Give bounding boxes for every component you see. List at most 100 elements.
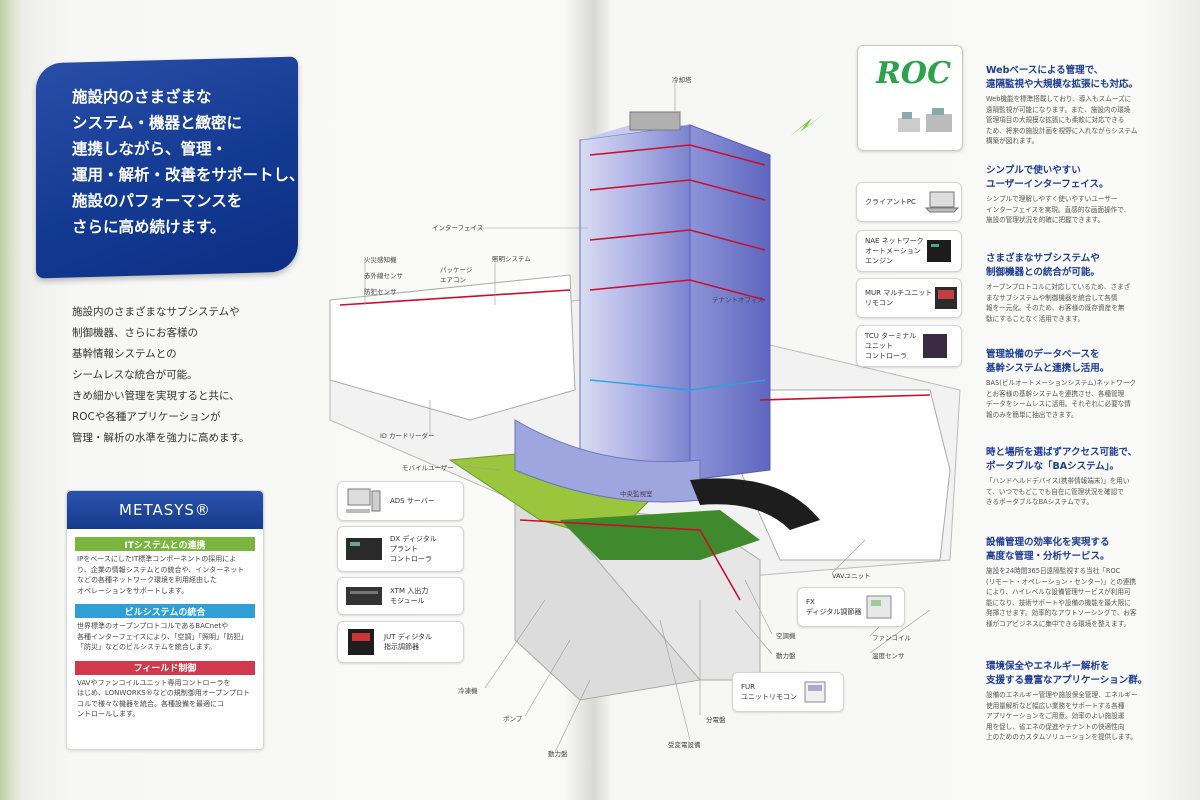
feature-title: さまざまなサブシステムや 制御機器との統合が可能。 [986,252,1186,280]
title-line: 管理設備のデータベースを [986,349,1100,360]
intro-line: 管理・解析の水準を強力に高めます。 [72,432,250,444]
body-line: て、いつでもどこでも自在に管理状況を確認で [986,487,1124,496]
body-line: 施設を24時間365日遠隔監視する当社「ROC [986,567,1121,575]
label-line: エンジン [865,257,893,265]
title-line: ポータブルな「BAシステム」。 [986,461,1120,472]
body-line: 報のみを簡単に抽出できます。 [986,410,1078,419]
headline-line: さらに高め続けます。 [72,218,226,236]
device-card-dx: DX ディジタル プラント コントローラ [337,526,464,572]
callout-power-panel: 動力盤 [776,652,796,660]
label-line: コントローラ [865,352,907,360]
callout-substation: 受変電設備 [668,741,701,749]
label-line: ディジタル調節器 [806,608,862,616]
device-label: JUT ディジタル 指示調節器 [384,632,432,652]
body-line: 「防災」などのビルシステムを統合します。 [77,643,217,651]
body-line: Web機能を標準搭載しており、導入もスムーズに [986,95,1132,103]
roc-logo-card: ROC [857,45,963,151]
callout-central-monitoring: 中央監視室 [620,490,653,498]
body-line: VAVやファンコイルユニット専用コントローラを [77,678,231,687]
body-line: 設備のエネルギー管理や施設保全管理、エネルギー [986,691,1138,699]
body-line: オペレーションをサポートします。 [77,586,189,595]
callout-power-panel-2: 動力盤 [548,750,568,758]
label-line: モジュール [390,597,425,605]
feature-title: Webベースによる管理で、 遠隔監視や大規模な拡張にも対応。 [986,64,1186,92]
callout-mobile-user: モバイルユーザー [402,464,454,472]
body-line: 構築が図れます。 [986,137,1039,145]
device-label: FX ディジタル調節器 [806,597,861,617]
laptop-icon [924,191,960,213]
body-line: コルで様々な機器を統合。各種設備を最適にコ [77,699,224,708]
label-line: JUT ディジタル [384,633,433,641]
body-line: 各種インターフェイスにより、「空調」「照明」「防犯」 [77,632,248,641]
metasys-section-title-building: ビルシステムの統合 [75,604,255,618]
mur-remote-icon [935,287,958,309]
device-label: DX ディジタル プラント コントローラ [390,534,437,564]
device-card-fx: FX ディジタル調節器 [797,587,905,627]
body-line: 施設の管理状況を的確に把握できます。 [986,216,1105,224]
headline-line: 運用・解析・改善をサポートし、 [72,166,305,184]
callout-pump: ポンプ [503,715,523,723]
metasys-section-body-it: IPをベースにしたIT標準コンポーネントの採用によ り、企業の情報システムとの統… [77,554,253,596]
body-line: 報を一元化。そのため、お客様の既存資産を無 [986,304,1125,312]
body-line: シンプルで理解しやすく使いやすいユーザー [986,195,1118,203]
feature-database: 管理設備のデータベースを 基幹システムと連携し活用。 BAS(ビルオートメーショ… [986,348,1186,446]
body-line: ため、将来の施設計画を視野に入れながらシステム [986,126,1138,135]
body-line: により、ハイレベルな設備管理サービスが利用可 [986,588,1131,596]
title-line: 時と場所を選ばずアクセス可能で、 [986,447,1138,458]
intro-line: 制御機器、さらにお客様の [72,327,198,339]
body-line: 上のためのカスタムソリューションを提供します。 [986,733,1137,741]
device-card-xtm: XTM 入出力 モジュール [337,577,464,615]
body-line: 管理項目の大規模な拡張にも柔軟に対応できる [986,116,1125,124]
feature-web: Webベースによる管理で、 遠隔監視や大規模な拡張にも対応。 Web機能を標準搭… [986,64,1186,164]
callout-temp-sensor: 温度センサ [872,652,905,660]
label-line: ユニットリモコン [741,693,797,701]
feature-title: 時と場所を選ばずアクセス可能で、 ポータブルな「BAシステム」。 [986,446,1186,474]
feature-body: Web機能を標準搭載しており、導入もスムーズに 遠隔監視が可能になります。また、… [986,94,1186,147]
label-line: ADS サーバー [390,497,435,505]
feature-body: 施設を24時間365日遠隔監視する当社「ROC (リモート・オペレーション・セン… [986,566,1186,629]
nae-device-icon [926,240,951,262]
device-label: MUR マルチユニット リモコン [865,288,932,308]
callout-fancoil: ファンコイル [872,634,911,642]
fx-controller-icon [866,595,892,619]
intro-line: 施設内のさまざまなサブシステムや [72,306,240,318]
callout-cooling-tower: 冷却塔 [672,76,692,84]
title-line: シンプルで使いやすい [986,165,1081,176]
feature-list: Webベースによる管理で、 遠隔監視や大規模な拡張にも対応。 Web機能を標準搭… [986,64,1186,743]
label-line: コントローラ [390,555,432,563]
device-card-fur: FUR ユニットリモコン [732,672,844,712]
feature-title: 設備管理の効率化を実現する 高度な管理・分析サービス。 [986,536,1186,564]
feature-title: 環境保全やエネルギー解析を 支援する豊富なアプリケーション群。 [986,660,1186,688]
body-line: きるポータブルなBAシステムです。 [986,498,1093,506]
device-card-mur: MUR マルチユニット リモコン [856,278,962,318]
body-line: データをシームレスに活用。それぞれに必要な情 [986,400,1131,408]
feature-body: 設備のエネルギー管理や施設保全管理、エネルギー 使用量解析など幅広い業務をサポー… [986,690,1186,743]
device-card-jut: JUT ディジタル 指示調節器 [337,621,464,663]
feature-integration: さまざまなサブシステムや 制御機器との統合が可能。 オープンプロトコルに対応して… [986,252,1186,348]
label-line: DX ディジタル [390,535,437,543]
headline-line: 連携しながら、管理・ [72,140,228,158]
building-illustration [329,82,961,753]
callout-lighting: 照明システム [492,255,531,263]
title-line: 高度な管理・分析サービス。 [986,551,1110,562]
body-line: BAS(ビルオートメーションシステム)ネットワーク [986,379,1136,387]
headline-line: 施設のパフォーマンスを [72,192,243,210]
title-line: ユーザーインターフェイス。 [986,179,1109,190]
body-line: ントロールします。 [77,710,140,718]
feature-service: 設備管理の効率化を実現する 高度な管理・分析サービス。 施設を24時間365日遠… [986,536,1186,660]
title-line: Webベースによる管理で、 [986,65,1104,76]
body-line: 使用量解析など幅広い業務をサポートする各種 [986,701,1125,710]
callout-id-reader: ID カードリーダー [380,432,435,440]
label-line: ユニット [865,342,893,350]
headline-text: 施設内のさまざまな システム・機器と緻密に 連携しながら、管理・ 運用・解析・改… [72,84,312,240]
label-line: TCU ターミナル [865,332,917,340]
intro-line: きめ細かい管理を実現すると共に、 [72,390,240,402]
title-line: 設備管理の効率化を実現する [986,537,1110,548]
body-line: 駄にすることなく活用できます。 [986,314,1085,323]
device-label: NAE ネットワーク オートメーション エンジン [865,236,924,266]
body-line: 能になり、技術サポートや設備の機能を最大限に [986,598,1131,607]
label-line: プラント [390,545,418,553]
metasys-section-body-field: VAVやファンコイルユニット専用コントローラを はじめ、LONWORKS®などの… [77,678,253,720]
body-line: 遠隔監視が可能になります。また、施設内の環境 [986,105,1131,114]
label-line: リモコン [865,299,893,307]
